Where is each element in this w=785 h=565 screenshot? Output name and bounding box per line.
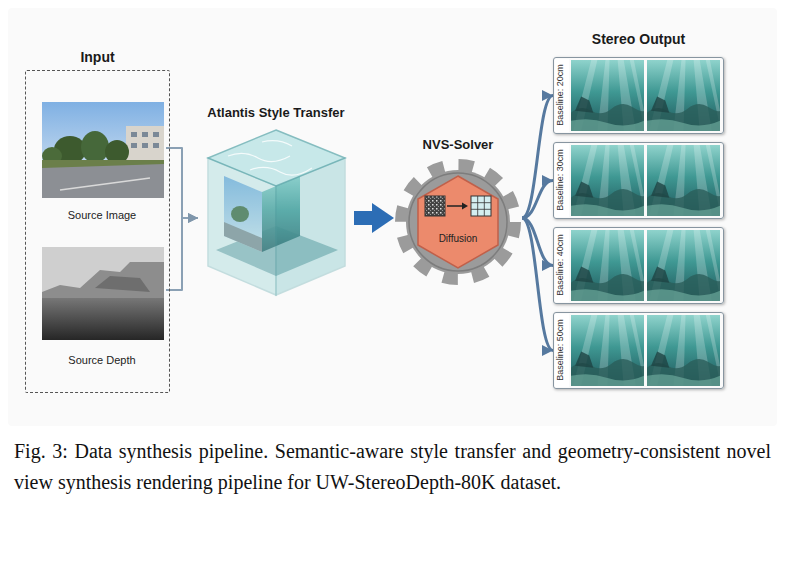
style-transfer-cube: Atlantis Style Transfer [198,104,354,300]
caption-slot: Fig. 3: Data synthesis pipeline. Semanti… [14,436,771,498]
source-photo [131,132,137,137]
stereo-output-box: Baseline: 30cm [553,142,724,219]
nvs-solver-gear: NVS-SolverDiffusion [394,136,522,290]
stereo-pair [555,59,569,132]
dashed-frame [25,70,170,393]
stereo-pair [555,314,569,387]
source-photo [153,143,159,148]
image-panel: Source Depth [38,243,166,373]
panel-label: Source Image [68,208,136,222]
solver-gear [447,205,464,207]
solver-gear [401,165,515,279]
group-heading: Input [25,48,170,66]
depth-map [42,262,164,300]
stereo-pair [647,145,720,216]
stereo-pair [555,59,720,387]
stereo-pair [571,145,644,216]
depth-map [42,247,164,340]
style-transfer-cube [228,141,312,176]
solver-gear [418,176,498,268]
source-photo [131,143,137,148]
connector-arrow [522,218,553,351]
depth-map [95,276,150,292]
stereo-pair [555,144,569,217]
stereo-output-box: Baseline: 40cm [553,227,724,304]
solver-gear [471,196,491,216]
stereo-pair [555,229,569,302]
style-transfer-cube [208,130,345,295]
connector-arrow [522,181,553,219]
connectors [166,96,553,351]
section-heading: Stereo Output [553,30,724,48]
image-panel: Source Image [38,98,166,228]
source-photo [42,102,164,198]
source-photo [153,132,159,137]
stereo-pair [571,60,644,131]
label-slot: Stereo Output [553,30,724,48]
flow-arrow [354,211,376,225]
connector-arrow [522,96,553,219]
stereo-pair [647,60,720,131]
source-photo [142,132,148,137]
solver-gear [425,196,445,216]
stereo-pair [647,230,720,301]
gear-label: Diffusion [394,232,522,246]
source-photo [126,126,164,162]
stereo-pair [571,315,644,386]
stereo-output-box: Baseline: 20cm [553,57,724,134]
background-panel [8,8,777,426]
solver-gear [409,173,507,271]
source-photo [142,143,148,148]
input-group: InputSource ImageSource Depth [25,48,170,393]
step-heading: NVS-Solver [394,136,522,154]
source-photo [60,178,150,190]
panel-label: Source Depth [68,353,135,367]
stereo-pair [647,315,720,386]
solver-gear [401,165,515,279]
connector-arrow [166,218,198,290]
baseline-label: Baseline: 30cm [554,143,567,217]
depth-map [42,247,164,340]
baseline-label: Baseline: 20cm [554,58,567,132]
connector-arrow [166,148,198,218]
source-photo [81,131,109,163]
stereo-output-box: Baseline: 50cm [553,312,724,389]
solver-gear [462,203,468,210]
step-heading: Atlantis Style Transfer [198,104,354,122]
baseline-label: Baseline: 40cm [554,228,567,302]
style-transfer-cube [208,130,345,186]
caption: Fig. 3: Data synthesis pipeline. Semanti… [14,436,771,498]
source-photo [42,164,164,198]
baseline-label: Baseline: 50cm [554,313,567,387]
stereo-pair [571,230,644,301]
depth-map [42,298,164,340]
solver-gear [471,196,491,216]
source-photo [42,102,164,198]
